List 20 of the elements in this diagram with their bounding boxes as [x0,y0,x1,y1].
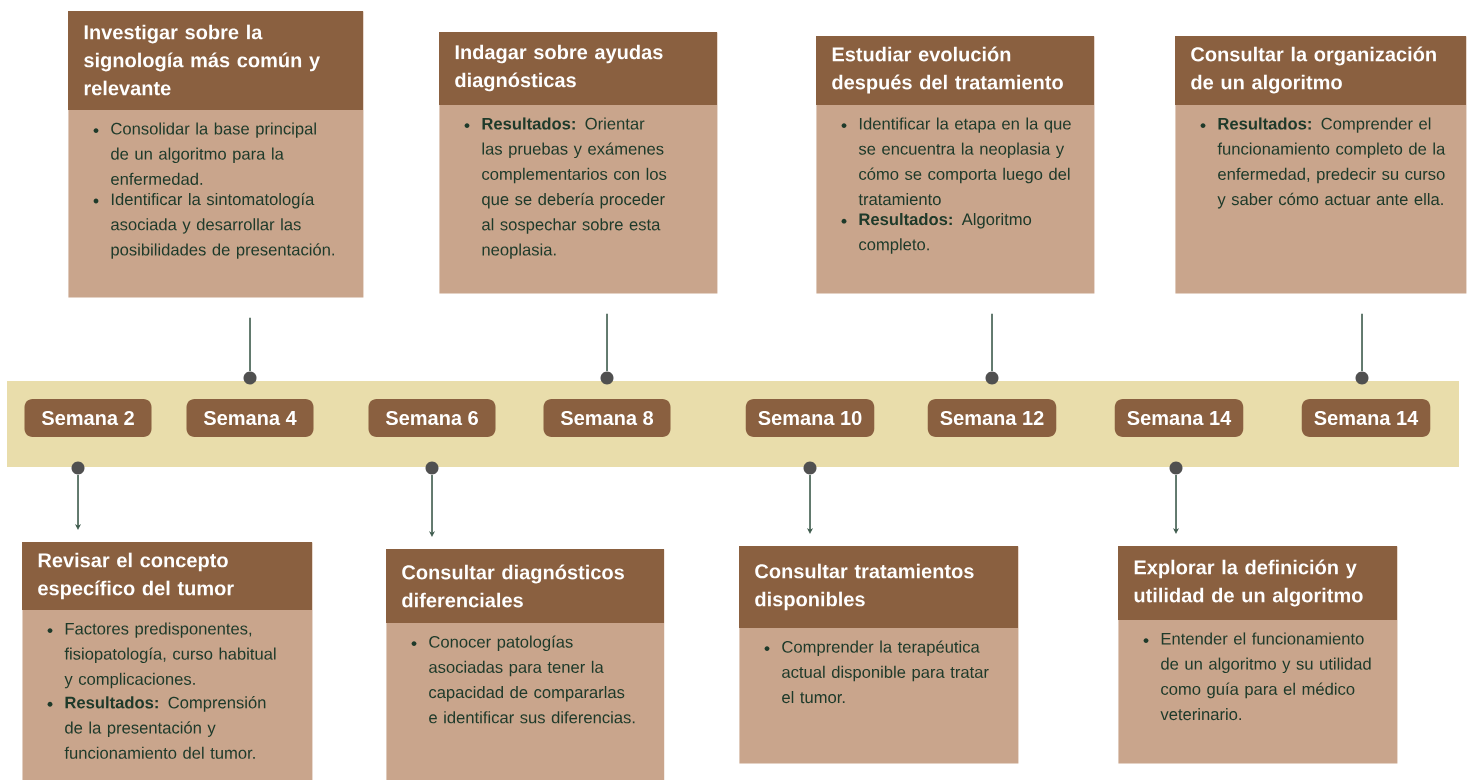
card: Revisar el concepto específico del tumor Factores predisponentes, fisiopatología, curso habitual y complicaciones. Resultados: Comprensión de la presentación y funcionamiento del tumor. [22,542,313,780]
week-label: Semana 6 [368,399,496,437]
card: Explorar la definición y utilidad de un algoritmo Entender el funcionamiento de un algoritmo y su utilidad como guía para el médico veterinario. [1118,546,1398,764]
card: Consultar tratamientos disponibles Comprender la terapéutica actual disponible para tratar el tumor. [739,546,1019,764]
card: Consultar la organización de un algoritmo Resultados: Comprender el funcionamiento completo de la enfermedad, predecir su curso y saber cómo actuar ante ella. [1175,36,1467,294]
connector [991,313,993,372]
connector [249,317,251,372]
card: Consultar diagnósticos diferenciales Conocer patologías asociadas para tener la capacidad de compararlas e identificar sus diferencias. [386,549,665,780]
connector [606,313,608,372]
week-label: Semana 10 [745,399,875,437]
card: Estudiar evolución después del tratamiento Identificar la etapa en la que se encuentra la neoplasia y cómo se comporta luego del tratamiento Resultados: Algoritmo completo. [816,36,1095,294]
week-label: Semana 2 [24,399,152,437]
week-label: Semana 12 [927,399,1057,437]
card: Investigar sobre la signología más común y relevante Consolidar la base principal de un algoritmo para la enfermedad. Identificar la sintomatología asociada y desarrollar las posibilidades de presentación. [68,11,364,298]
week-label: Semana 14 [1301,399,1431,437]
week-label: Semana 8 [543,399,671,437]
week-label: Semana 4 [186,399,314,437]
week-label: Semana 14 [1114,399,1244,437]
card: Indagar sobre ayudas diagnósticas Resultados: Orientar las pruebas y exámenes complementarios con los que se debería proceder al sospechar sobre esta neoplasia. [439,32,718,294]
connector [1361,313,1363,372]
